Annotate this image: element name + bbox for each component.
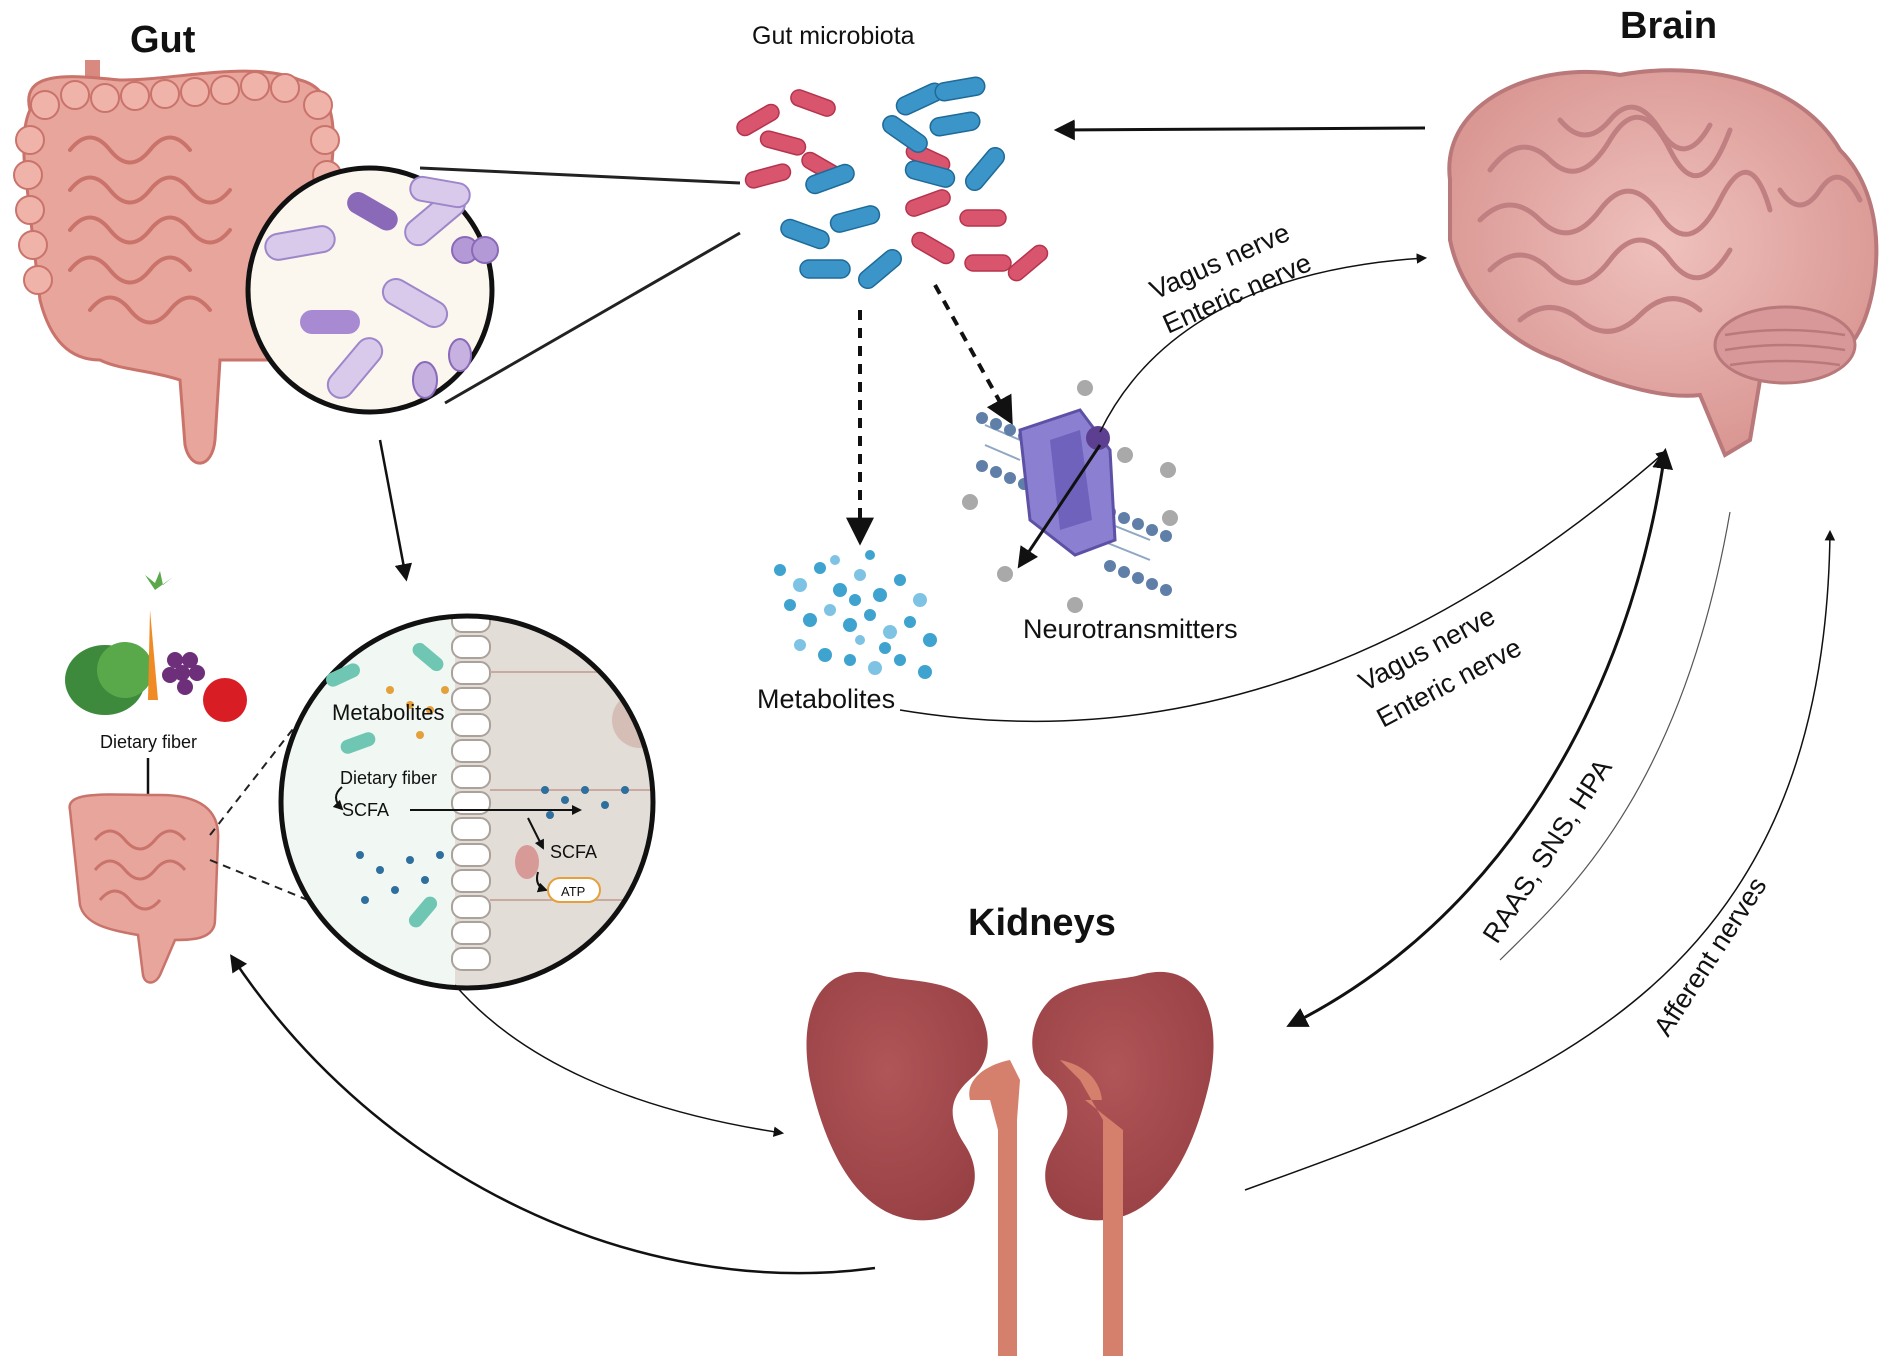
small-gut-illustration xyxy=(68,793,220,984)
dietary-fiber-food-label: Dietary fiber xyxy=(100,732,197,752)
microbiota-zoom-circle xyxy=(245,165,499,415)
receptor-illustration xyxy=(962,380,1178,613)
brain-descending-line xyxy=(1499,511,1731,961)
inset-to-kidneys-arrow xyxy=(454,984,785,1137)
brain-to-microbiota-arrow xyxy=(1053,119,1426,141)
connection-arrows xyxy=(230,119,1836,1275)
metabolites-dots xyxy=(774,550,937,679)
kidneys-to-gut-arrow xyxy=(230,954,876,1275)
inset-atp-label: ATP xyxy=(561,884,585,899)
gut-illustration xyxy=(13,60,342,465)
brain-title: Brain xyxy=(1620,5,1717,47)
afferent-nerves-label: Afferent nerves xyxy=(1648,872,1773,1041)
gut-microbiota-cluster xyxy=(736,76,1049,290)
brain-kidneys-raas-arrow xyxy=(1286,447,1674,1027)
gut-microbiota-label: Gut microbiota xyxy=(752,22,915,50)
intestinal-inset xyxy=(278,613,656,991)
inset-zoom-lines xyxy=(209,719,321,906)
dietary-fiber-foods xyxy=(65,571,247,722)
brain-illustration xyxy=(1447,68,1879,458)
receptor-to-brain-arrow xyxy=(1099,253,1428,433)
microbiota-to-neurotransmitters-arrow xyxy=(933,284,1013,425)
metabolites-to-brain-arrow xyxy=(899,450,1667,723)
inset-scfa-label-2: SCFA xyxy=(550,842,597,862)
kidneys-to-brain-afferent-arrow xyxy=(1244,529,1836,1191)
gut-title: Gut xyxy=(130,19,196,61)
metabolites-top-label: Metabolites xyxy=(757,684,895,714)
inset-metabolites-label: Metabolites xyxy=(332,700,445,725)
receptor-release-arrow xyxy=(1017,444,1102,569)
gut-to-inset-arrow xyxy=(378,439,413,582)
microbiota-zoom-lines xyxy=(419,166,741,405)
inset-scfa-label-1: SCFA xyxy=(342,800,389,820)
inset-dietary-fiber-label: Dietary fiber xyxy=(340,768,437,788)
neurotransmitters-label: Neurotransmitters xyxy=(1023,614,1238,644)
kidneys-illustration xyxy=(806,971,1214,1356)
kidneys-title: Kidneys xyxy=(968,902,1116,944)
